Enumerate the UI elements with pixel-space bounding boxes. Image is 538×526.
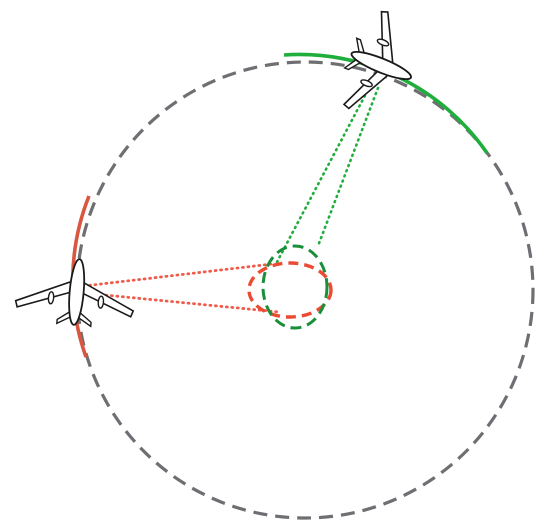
green-beam [275,84,380,264]
circular-flight-path [75,60,535,520]
red-footprint [247,261,333,319]
red-beam-bottom-edge [82,291,281,314]
green-footprint [261,244,329,330]
green-beam-right-edge [316,86,380,248]
aircraft-top-right [342,10,412,110]
aircraft-icon [14,258,135,328]
green-beam-left-edge [275,84,372,264]
aircraft-icon [342,10,412,110]
red-beam-top-edge [82,262,274,288]
red-beam [82,262,281,314]
aircraft-left [14,258,135,328]
